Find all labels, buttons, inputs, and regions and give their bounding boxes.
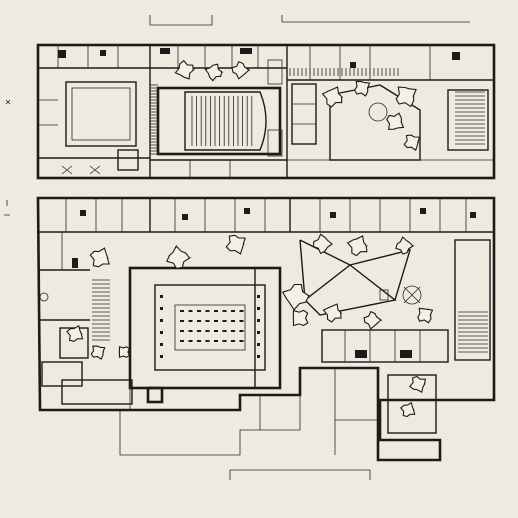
ground-outer-wall bbox=[36, 196, 496, 462]
tree-symbol bbox=[321, 86, 344, 108]
tree-symbol bbox=[89, 247, 110, 268]
tree-symbol bbox=[363, 310, 383, 330]
tree-symbol bbox=[403, 134, 421, 151]
tree-symbol bbox=[312, 233, 333, 255]
tree-symbol bbox=[174, 59, 196, 80]
ground-right-court bbox=[299, 239, 491, 434]
ground-floor-plan bbox=[36, 196, 496, 462]
ground-left-rooms bbox=[38, 232, 164, 405]
tree-symbol bbox=[166, 245, 192, 270]
tree-symbol bbox=[395, 236, 415, 255]
ground-theatre bbox=[128, 266, 282, 390]
upper-right-block bbox=[287, 45, 494, 161]
tree-symbol bbox=[204, 63, 224, 82]
top-reference-lines bbox=[149, 15, 470, 26]
tree-symbol bbox=[395, 86, 417, 108]
tree-symbol bbox=[66, 324, 84, 343]
ground-planting bbox=[66, 233, 434, 418]
tree-symbol bbox=[292, 309, 309, 327]
tree-symbol bbox=[322, 303, 343, 323]
tree-symbol bbox=[400, 401, 416, 418]
upper-outer-wall bbox=[36, 43, 496, 180]
tree-symbol bbox=[417, 307, 434, 324]
upper-floor-plan bbox=[36, 43, 496, 180]
stair-core bbox=[146, 386, 164, 404]
tree-symbol bbox=[281, 283, 312, 311]
bottom-reference-lines bbox=[229, 469, 371, 480]
upper-planting bbox=[174, 59, 421, 151]
upper-left-hall bbox=[65, 81, 137, 147]
ground-theatre-block bbox=[128, 266, 282, 410]
tree-symbol bbox=[231, 60, 251, 80]
tree-symbol bbox=[346, 235, 368, 257]
tree-symbol bbox=[118, 346, 131, 358]
tree-symbol bbox=[408, 375, 427, 394]
upper-left-block bbox=[38, 45, 150, 175]
tree-symbol bbox=[386, 112, 405, 130]
tree-symbol bbox=[90, 345, 106, 360]
tree-symbol bbox=[225, 234, 246, 255]
tree-symbol bbox=[353, 80, 371, 97]
upper-auditorium-block bbox=[150, 45, 399, 178]
margin-marks bbox=[4, 99, 11, 216]
